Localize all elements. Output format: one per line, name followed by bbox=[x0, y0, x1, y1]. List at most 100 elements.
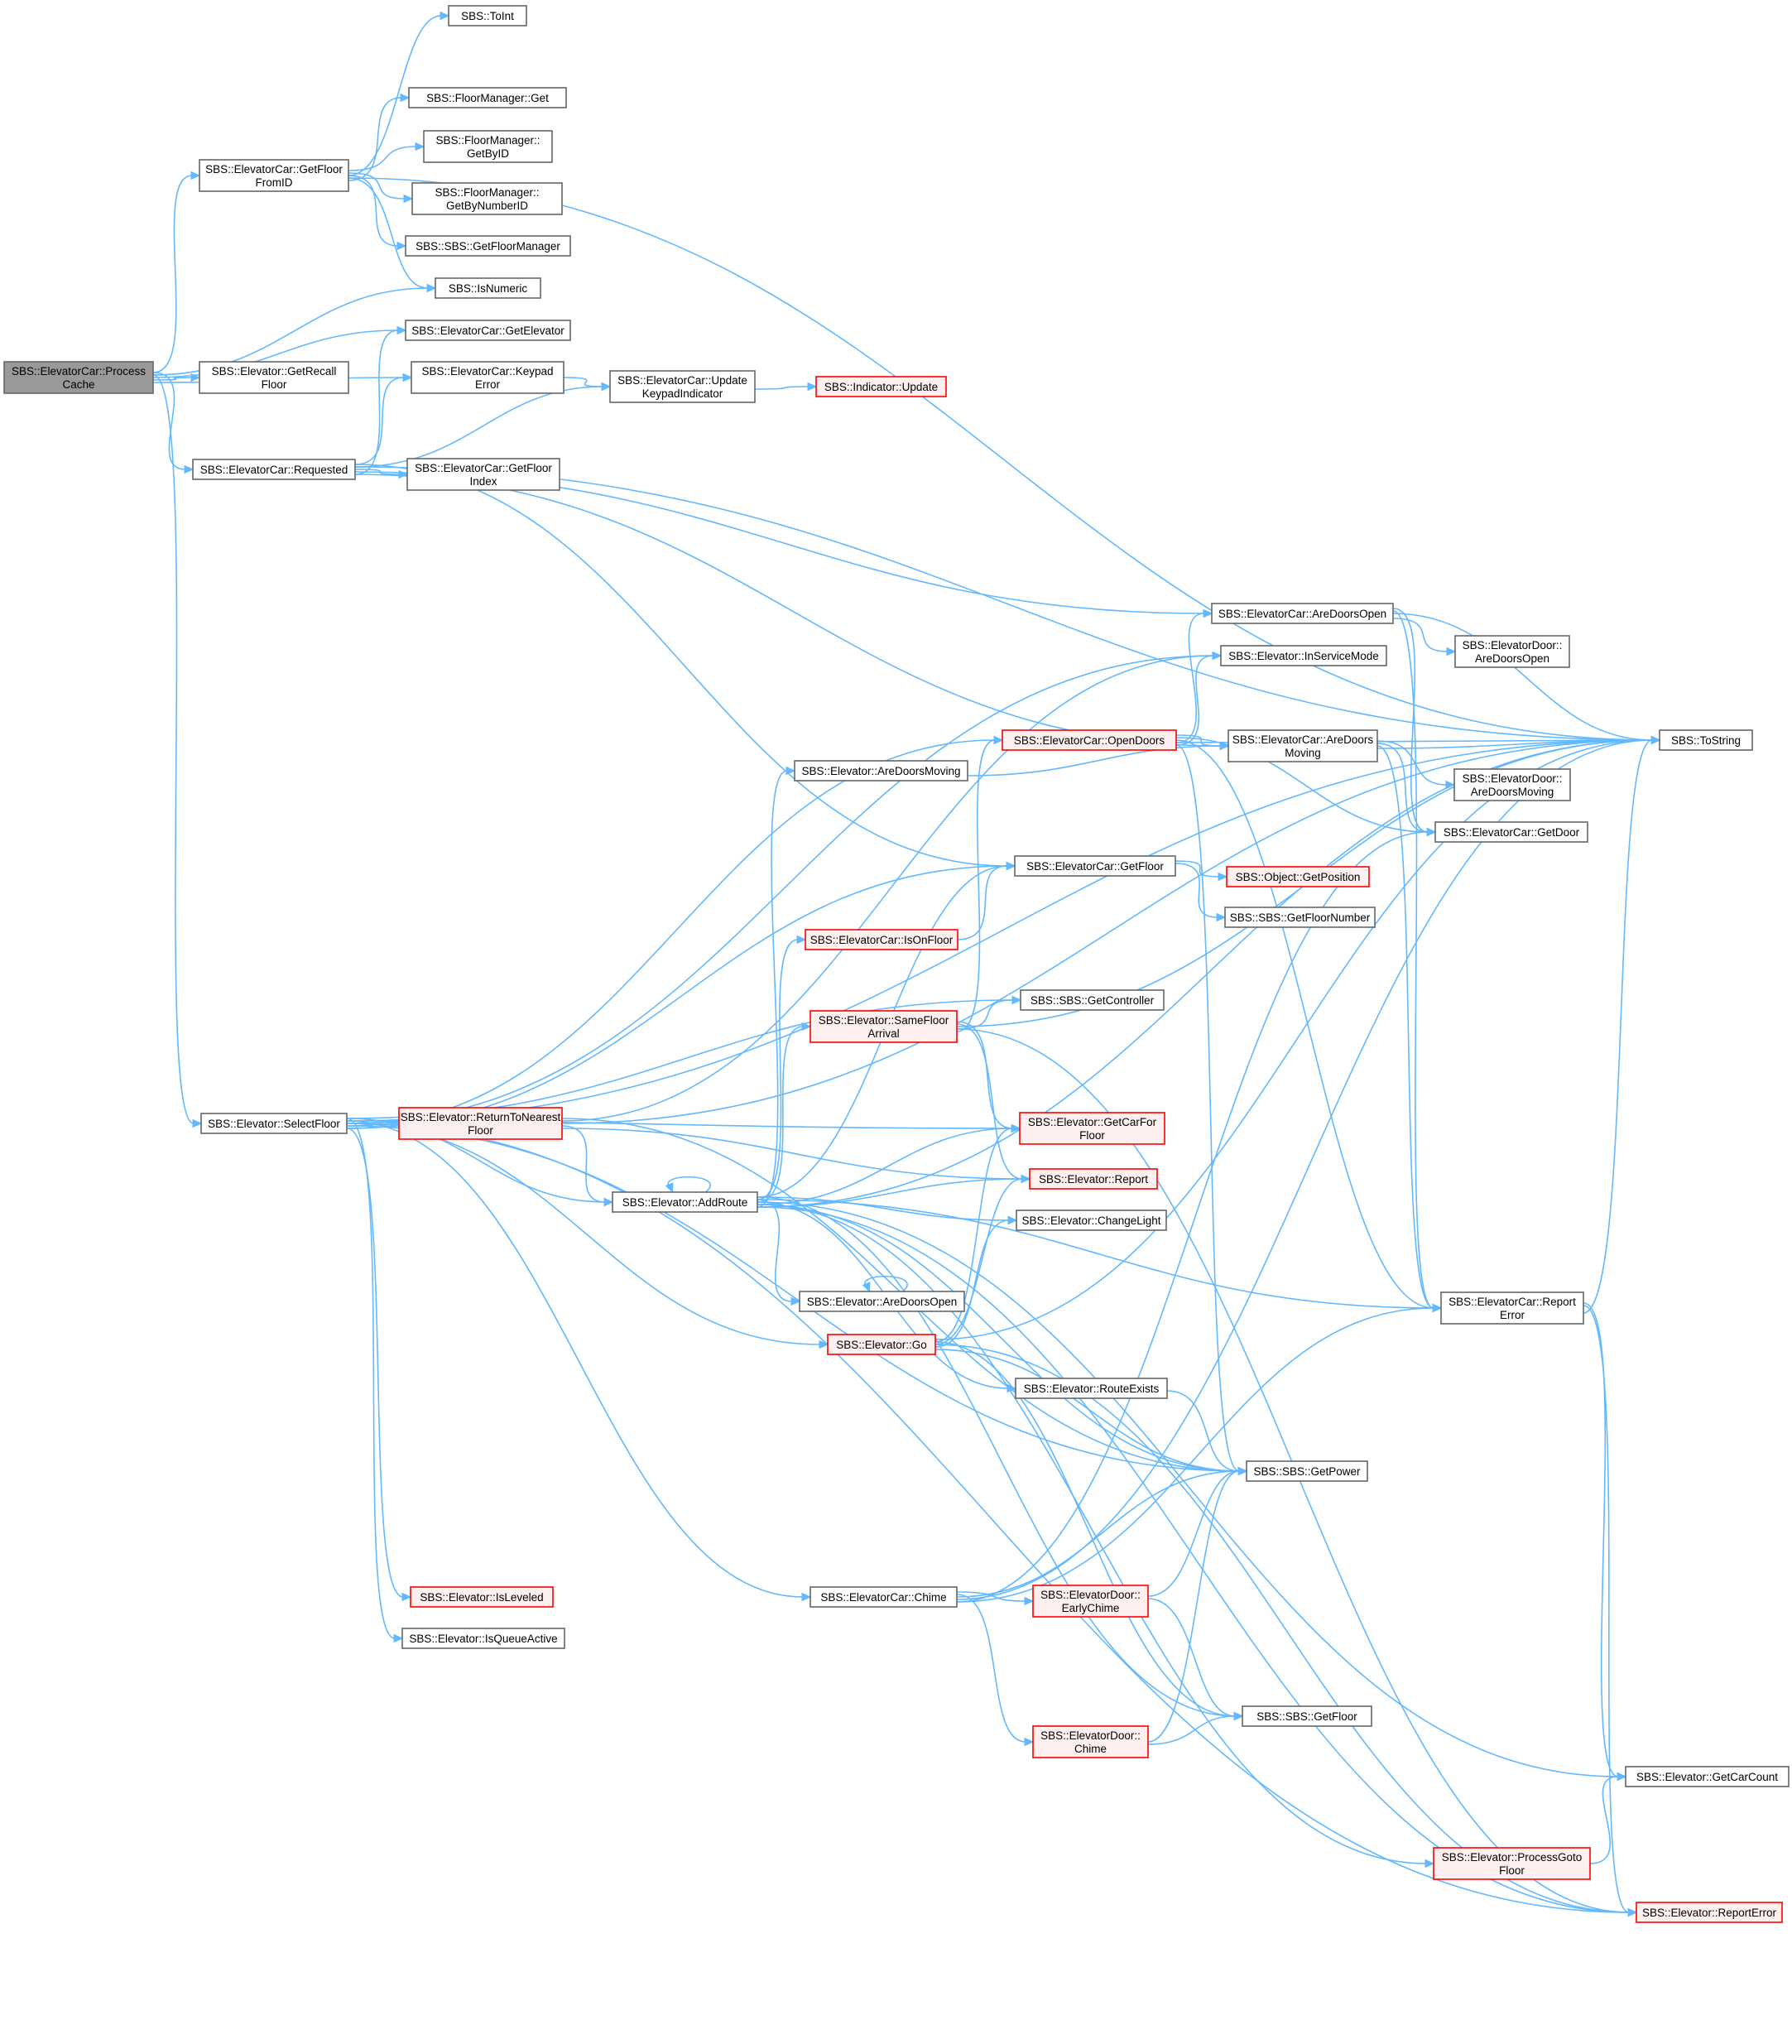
node-requested[interactable]: SBS::ElevatorCar::Requested bbox=[192, 459, 356, 480]
node-box bbox=[3, 361, 154, 394]
edge-carAreDoorsOpen-to-doorAreDoorsOpen bbox=[1392, 618, 1457, 656]
node-fmGetByNumberID[interactable]: SBS::FloorManager::GetByNumberID bbox=[411, 182, 563, 215]
edge-keypadError-to-updateKeypad bbox=[563, 377, 612, 392]
node-sbsGetFloor[interactable]: SBS::SBS::GetFloor bbox=[1242, 1705, 1372, 1727]
arrowhead-icon bbox=[400, 93, 411, 103]
node-label: SBS::ElevatorCar::Requested bbox=[200, 464, 348, 476]
node-openDoors[interactable]: SBS::ElevatorCar::OpenDoors bbox=[1002, 729, 1177, 751]
node-carGetFloor[interactable]: SBS::ElevatorCar::GetFloor bbox=[1014, 855, 1176, 877]
edge-line bbox=[934, 1178, 1023, 1345]
node-getPosition[interactable]: SBS::Object::GetPosition bbox=[1226, 866, 1370, 887]
arrowhead-icon bbox=[601, 382, 612, 392]
node-getFloorNumber[interactable]: SBS::SBS::GetFloorNumber bbox=[1224, 907, 1376, 928]
edge-line bbox=[561, 655, 1214, 1122]
node-getController[interactable]: SBS::SBS::GetController bbox=[1020, 989, 1165, 1011]
node-getCarCount[interactable]: SBS::Elevator::GetCarCount bbox=[1625, 1766, 1790, 1787]
edge-line bbox=[346, 865, 1008, 1129]
node-label: SBS::Elevator::InServiceMode bbox=[1228, 650, 1379, 662]
node-isQueueActive[interactable]: SBS::Elevator::IsQueueActive bbox=[401, 1628, 565, 1649]
arrowhead-icon bbox=[603, 1197, 614, 1207]
node-carAreDoorsOpen[interactable]: SBS::ElevatorCar::AreDoorsOpen bbox=[1211, 603, 1394, 624]
node-doorAreDoorsOpen[interactable]: SBS::ElevatorDoor::AreDoorsOpen bbox=[1454, 635, 1570, 668]
node-go[interactable]: SBS::Elevator::Go bbox=[827, 1334, 936, 1355]
arrowhead-icon bbox=[1233, 1711, 1244, 1721]
node-isOnFloor[interactable]: SBS::ElevatorCar::IsOnFloor bbox=[805, 929, 958, 950]
node-selectFloor[interactable]: SBS::Elevator::SelectFloor bbox=[200, 1113, 348, 1134]
node-indicatorUpdate[interactable]: SBS::Indicator::Update bbox=[815, 376, 947, 397]
node-elevAreDoorsMoving[interactable]: SBS::Elevator::AreDoorsMoving bbox=[794, 760, 968, 782]
node-label: Moving bbox=[1285, 747, 1321, 759]
edge-line bbox=[152, 175, 193, 373]
edge-line bbox=[1376, 743, 1429, 833]
node-label: SBS::ElevatorCar::AreDoorsOpen bbox=[1218, 608, 1386, 620]
node-elevReportError[interactable]: SBS::Elevator::ReportError bbox=[1636, 1902, 1783, 1923]
node-isNumeric[interactable]: SBS::IsNumeric bbox=[435, 277, 541, 299]
node-box bbox=[406, 458, 560, 491]
node-getFloorManager[interactable]: SBS::SBS::GetFloorManager bbox=[405, 235, 571, 257]
arrowhead-icon bbox=[1424, 1859, 1435, 1868]
node-label: AreDoorsOpen bbox=[1475, 652, 1549, 665]
node-label: SBS::Elevator::ReturnToNearest bbox=[401, 1111, 561, 1123]
edge-line bbox=[934, 1349, 1240, 1472]
node-doorAreDoorsMoving[interactable]: SBS::ElevatorDoor::AreDoorsMoving bbox=[1453, 768, 1571, 801]
node-getPower[interactable]: SBS::SBS::GetPower bbox=[1246, 1460, 1368, 1482]
edge-line bbox=[1175, 860, 1220, 878]
node-box bbox=[815, 376, 947, 397]
edge-returnToNearest-to-inServiceMode bbox=[561, 651, 1223, 1122]
node-report[interactable]: SBS::Elevator::Report bbox=[1029, 1168, 1158, 1190]
node-addRoute[interactable]: SBS::Elevator::AddRoute bbox=[612, 1191, 758, 1213]
node-box bbox=[805, 929, 958, 950]
node-box bbox=[199, 361, 349, 394]
arrowhead-icon bbox=[1011, 1123, 1021, 1133]
node-label: Error bbox=[1500, 1309, 1525, 1321]
edge-line bbox=[757, 939, 799, 1200]
edge-addRoute-to-isOnFloor bbox=[757, 935, 807, 1200]
node-chime[interactable]: SBS::ElevatorCar::Chime bbox=[810, 1586, 958, 1608]
edge-line bbox=[1175, 863, 1218, 918]
node-toInt[interactable]: SBS::ToInt bbox=[448, 5, 527, 26]
node-fmGet[interactable]: SBS::FloorManager::Get bbox=[408, 87, 567, 108]
node-elevAreDoorsOpen[interactable]: SBS::Elevator::AreDoorsOpen bbox=[799, 1291, 965, 1312]
node-changeLight[interactable]: SBS::Elevator::ChangeLight bbox=[1016, 1210, 1167, 1231]
arrowhead-icon bbox=[402, 373, 413, 382]
edge-getFloorFromID-to-toInt bbox=[348, 11, 450, 176]
edge-line bbox=[1175, 655, 1214, 746]
node-label: GetByID bbox=[467, 147, 509, 160]
node-toString[interactable]: SBS::ToString bbox=[1659, 729, 1753, 751]
node-box bbox=[810, 1586, 958, 1608]
node-carAreDoorsMoving[interactable]: SBS::ElevatorCar::AreDoorsMoving bbox=[1227, 729, 1378, 762]
node-carReportError[interactable]: SBS::ElevatorCar::ReportError bbox=[1440, 1291, 1584, 1325]
node-inServiceMode[interactable]: SBS::Elevator::InServiceMode bbox=[1220, 645, 1387, 666]
node-box bbox=[435, 277, 541, 299]
node-label: SBS::Elevator::SelectFloor bbox=[208, 1118, 340, 1130]
edge-line bbox=[956, 1021, 1013, 1129]
node-fmGetByID[interactable]: SBS::FloorManager::GetByID bbox=[423, 130, 553, 163]
node-isLeveled[interactable]: SBS::Elevator::IsLeveled bbox=[410, 1586, 554, 1608]
node-earlyChime[interactable]: SBS::ElevatorDoor::EarlyChime bbox=[1032, 1585, 1149, 1618]
node-label: SBS::SBS::GetFloorNumber bbox=[1230, 911, 1371, 924]
node-getElevator[interactable]: SBS::ElevatorCar::GetElevator bbox=[405, 320, 571, 341]
arrowhead-icon bbox=[796, 935, 807, 945]
node-label: SBS::ElevatorDoor:: bbox=[1040, 1589, 1141, 1601]
node-getDoor[interactable]: SBS::ElevatorCar::GetDoor bbox=[1434, 821, 1588, 843]
edge-line bbox=[354, 474, 1222, 747]
node-label: Cache bbox=[62, 378, 94, 391]
node-label: SBS::Elevator::GetCarCount bbox=[1636, 1771, 1778, 1783]
edge-line bbox=[152, 374, 195, 1124]
node-label: SBS::Elevator::AddRoute bbox=[622, 1196, 748, 1209]
arrowhead-icon bbox=[786, 766, 796, 776]
edge-line bbox=[348, 177, 429, 289]
node-doorChime[interactable]: SBS::ElevatorDoor::Chime bbox=[1032, 1725, 1149, 1758]
node-routeExists[interactable]: SBS::Elevator::RouteExists bbox=[1015, 1378, 1168, 1399]
arrowhead-icon bbox=[1627, 1907, 1638, 1917]
